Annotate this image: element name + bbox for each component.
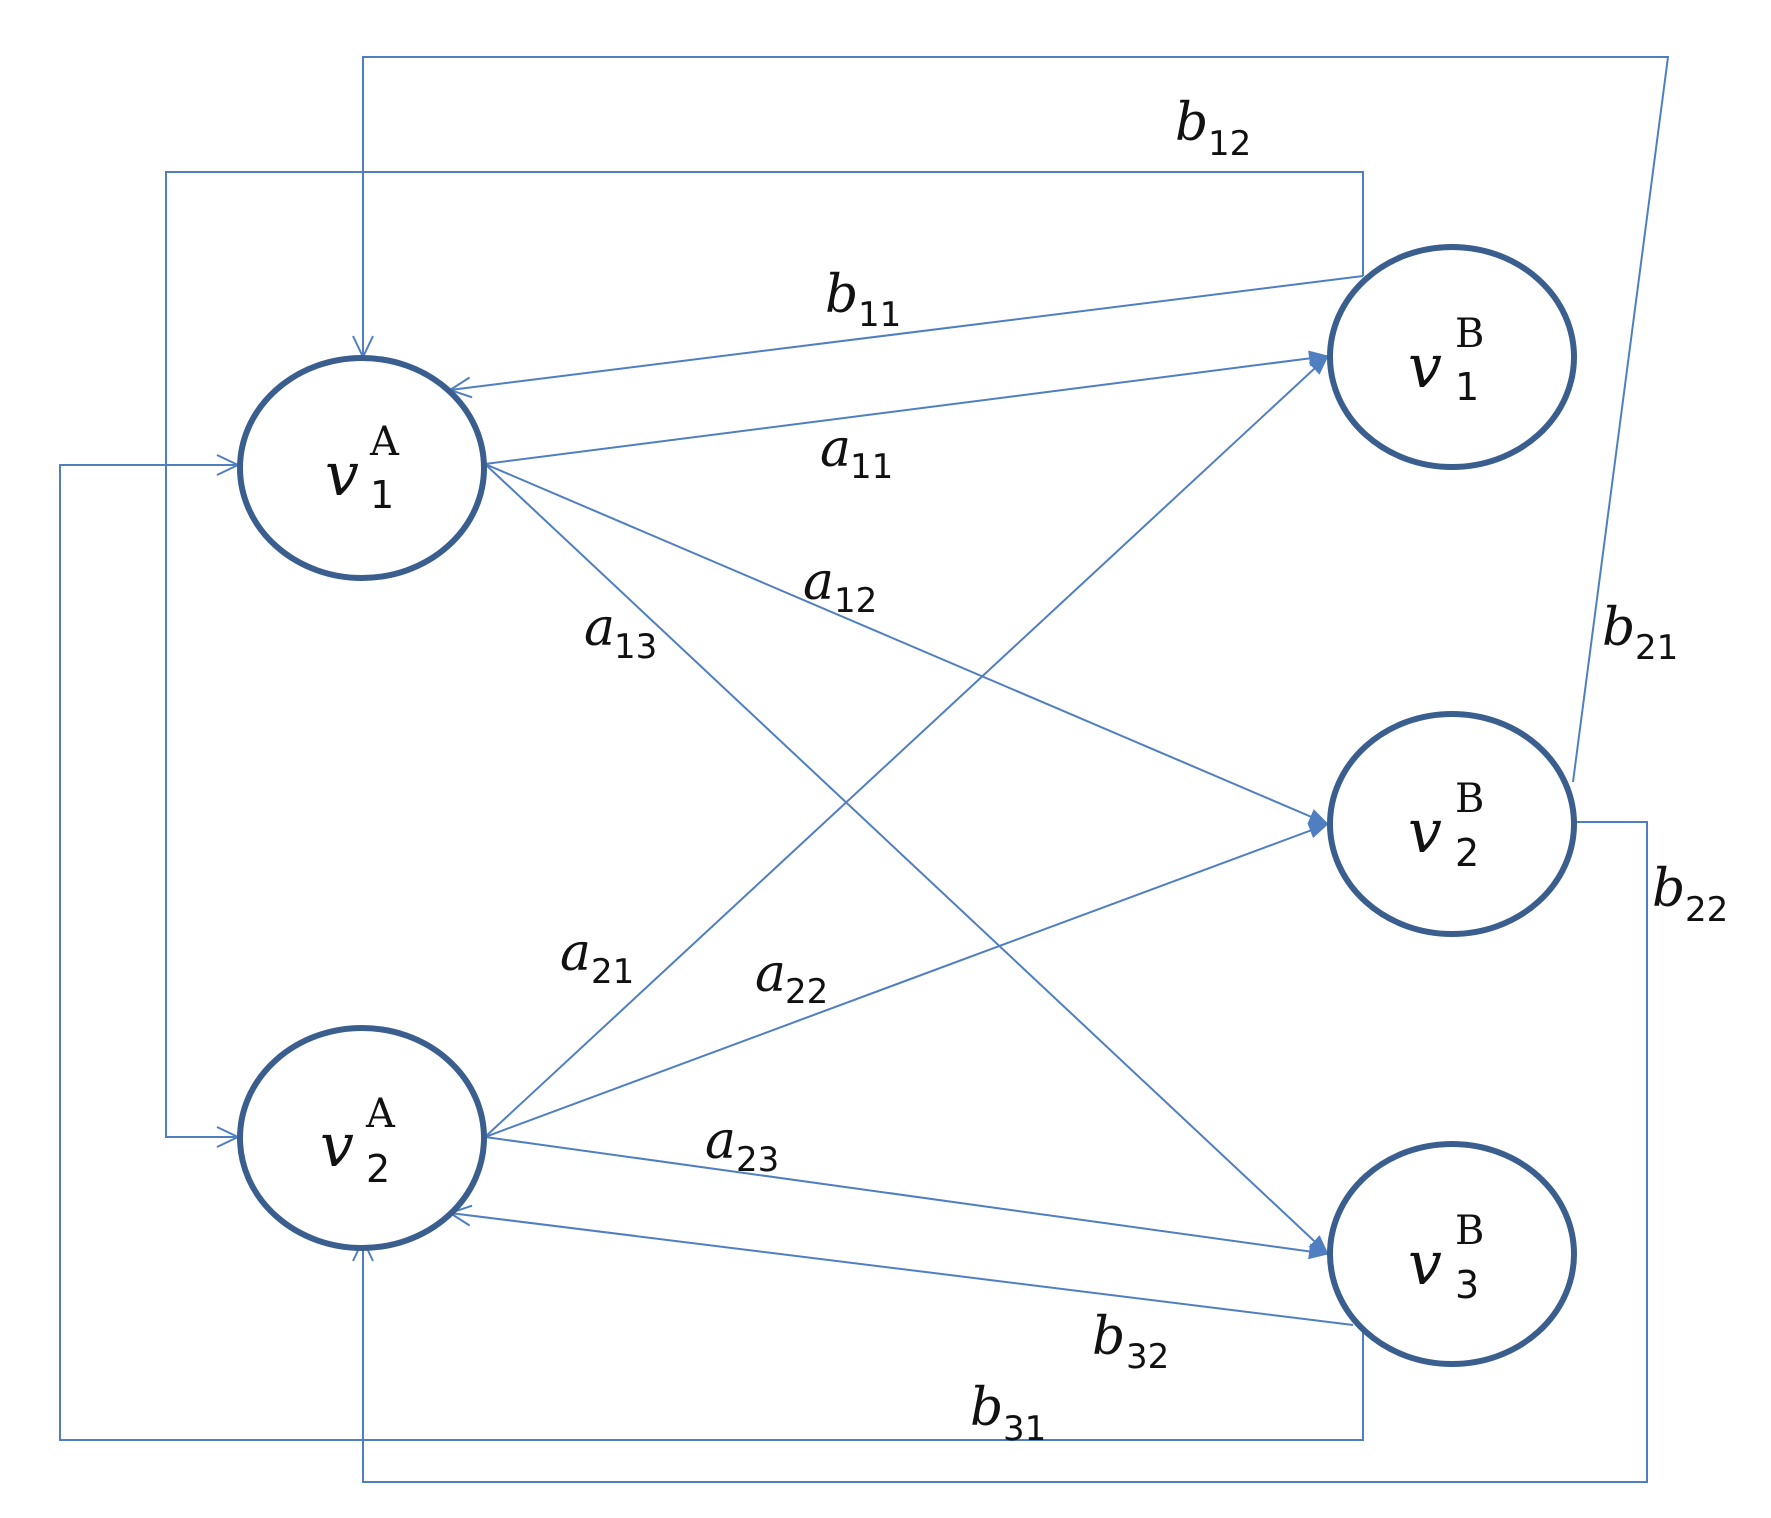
edge-labels: a 11 a 12 a 13 a 21 a 22 a 23 b 11 b 12 [560,93,1728,1449]
label-b31: b 31 [970,1378,1046,1449]
node-v1-B-sup: B [1455,311,1484,357]
label-b32-letter: b [1092,1307,1125,1367]
edge-b21 [363,56,1670,783]
edge-b22 [363,821,1648,1483]
label-a22: a 22 [755,944,828,1012]
label-b21: b 21 [1602,598,1678,668]
label-b22-sub: 22 [1685,890,1728,930]
node-v3-B-sup: B [1455,1208,1484,1254]
edge-a11 [484,350,1329,465]
node-v2-A-sup: A [365,1091,396,1137]
edge-a21 [484,355,1329,1138]
label-a11-sub: 11 [850,447,893,487]
edge-a22 [484,823,1329,1138]
label-b31-letter: b [970,1378,1003,1438]
node-v2-B-ellipse [1327,711,1577,937]
label-b11-sub: 11 [858,295,901,335]
node-v2-B-sup: B [1455,776,1484,822]
edges-b [59,56,1670,1483]
node-v2-A-ellipse [237,1025,487,1251]
label-a21-letter: a [560,923,591,983]
node-v2-B-letter: v [1408,797,1442,867]
edges-a [484,350,1329,1260]
node-v1-A-ellipse [237,355,487,581]
node-v2-B: v B 2 [1327,711,1577,937]
label-a21-sub: 21 [591,952,634,992]
node-v1-B-letter: v [1408,332,1442,402]
label-a21: a 21 [560,923,634,992]
node-v3-B-sub: 3 [1455,1263,1479,1307]
edge-b12 [165,171,1364,1137]
label-a13: a 13 [584,598,657,667]
node-v1-A-sup: A [369,419,400,465]
label-a23-sub: 23 [736,1140,779,1180]
node-v2-B-sub: 2 [1455,831,1479,875]
edge-b31 [59,465,1364,1441]
edge-a12 [484,463,1329,825]
label-a11-letter: a [820,419,851,479]
label-b11-letter: b [825,265,858,325]
label-a23: a 23 [705,1111,779,1180]
label-b12-letter: b [1175,93,1208,153]
node-v2-A: v A 2 [237,1025,487,1251]
label-b32-sub: 32 [1126,1337,1169,1377]
node-v3-B-ellipse [1327,1141,1577,1367]
label-b21-letter: b [1602,598,1635,658]
node-v1-A: v A 1 [237,355,487,581]
label-a23-letter: a [705,1111,736,1171]
label-b12-sub: 12 [1208,124,1251,164]
node-v1-B: v B 1 [1327,244,1577,470]
label-a22-letter: a [755,944,786,1004]
node-v1-B-sub: 1 [1455,365,1479,409]
label-a13-sub: 13 [614,627,657,667]
label-b21-sub: 21 [1635,628,1678,668]
node-v1-A-letter: v [325,440,359,510]
node-v2-A-letter: v [320,1111,354,1181]
node-v3-B: v B 3 [1327,1141,1577,1367]
node-v2-A-sub: 2 [366,1147,390,1191]
label-b32: b 32 [1092,1307,1169,1377]
label-a11: a 11 [820,419,893,487]
edge-b32 [450,1213,1354,1326]
label-a12-sub: 12 [834,581,877,621]
edge-a13 [484,463,1329,1255]
node-v3-B-letter: v [1408,1229,1442,1299]
label-b12: b 12 [1175,93,1251,164]
label-a22-sub: 22 [785,972,828,1012]
node-v1-A-sub: 1 [370,473,394,517]
edge-b11 [450,275,1364,390]
label-a12: a 12 [803,552,877,621]
label-b11: b 11 [825,265,901,335]
edge-a23 [484,1136,1329,1260]
label-a12-letter: a [803,552,834,612]
node-v1-B-ellipse [1327,244,1577,470]
label-a13-letter: a [584,598,615,658]
label-b31-sub: 31 [1003,1409,1046,1449]
label-b22-letter: b [1652,859,1685,919]
label-b22: b 22 [1652,859,1728,930]
